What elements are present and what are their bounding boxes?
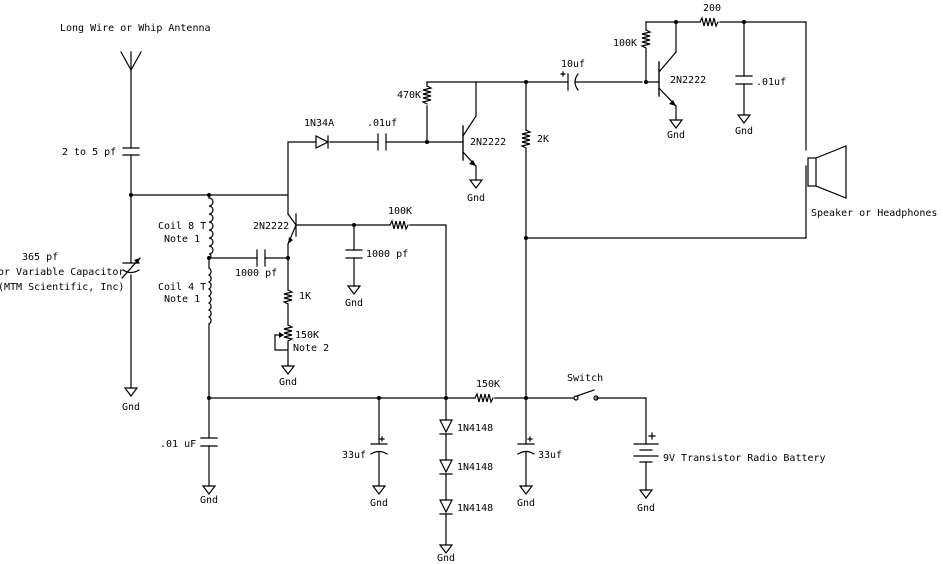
switch-label: Switch (567, 373, 603, 384)
capacitor-10uf (560, 71, 579, 91)
gnd-label-coil: Gnd (200, 495, 218, 506)
capacitor-1000pf-right-label: 1000 pf (366, 249, 408, 260)
capacitor-01uf-bottom-label: .01 uF (160, 439, 196, 450)
transistor-q1-label: 2N2222 (253, 221, 289, 232)
capacitor-1000pf-left-label: 1000 pf (235, 268, 277, 279)
diode-1n4148-1 (439, 419, 453, 435)
gnd-label-q2: Gnd (467, 193, 485, 204)
resistor-150k-label: 150K (476, 379, 500, 390)
junction-dots (129, 20, 746, 400)
diode-1n34a-label: 1N34A (304, 118, 334, 129)
capacitor-01uf-mid (377, 133, 387, 151)
capacitor-10uf-label: 10uf (561, 59, 585, 70)
transistor-q3-label: 2N2222 (670, 75, 706, 86)
diode-1-label: 1N4148 (457, 423, 493, 434)
antenna-symbol (120, 51, 142, 72)
coil-8-label: Coil 8 T (158, 221, 206, 232)
gnd-label-pot: Gnd (279, 377, 297, 388)
capacitor-1000pf-right (345, 249, 363, 259)
variable-capacitor-desc: or Variable Capacitor (0, 267, 124, 278)
capacitor-33uf-right-label: 33uf (538, 450, 562, 461)
transistor-q2 (462, 115, 477, 167)
transistor-q2-label: 2N2222 (470, 137, 506, 148)
coil-4-note: Note 1 (164, 294, 200, 305)
resistor-100k-mid (389, 219, 409, 231)
diode-2-label: 1N4148 (457, 462, 493, 473)
gnd-label-33uf-right: Gnd (517, 498, 535, 509)
gnd-label-1000pf: Gnd (345, 298, 363, 309)
capacitor-33uf-left-label: 33uf (342, 450, 366, 461)
resistor-100k-top-label: 100K (613, 38, 637, 49)
transistor-q1 (287, 213, 297, 245)
capacitor-antenna-label: 2 to 5 pf (62, 147, 116, 158)
diode-1n34a (315, 135, 330, 149)
speaker-icon (807, 145, 847, 199)
ground-symbols (123, 114, 752, 554)
battery-label: 9V Transistor Radio Battery (663, 453, 826, 464)
diode-1n4148-3 (439, 499, 453, 515)
potentiometer-note: Note 2 (293, 343, 329, 354)
resistor-200-label: 200 (703, 3, 721, 14)
resistor-150k (474, 392, 494, 404)
resistor-470k (421, 85, 433, 105)
resistor-200 (699, 16, 719, 28)
potentiometer-label: 150K (295, 330, 319, 341)
resistor-100k-mid-label: 100K (388, 206, 412, 217)
diode-3-label: 1N4148 (457, 503, 493, 514)
variable-capacitor-source: (MTM Scientific, Inc) (0, 282, 124, 293)
resistor-1k (282, 289, 294, 305)
coil-8-turn (208, 197, 214, 259)
capacitor-01uf-top-label: .01uf (756, 77, 786, 88)
switch-symbol (573, 389, 599, 401)
battery-symbol (633, 432, 659, 463)
gnd-label-33uf-left: Gnd (370, 498, 388, 509)
resistor-1k-label: 1K (299, 291, 311, 302)
potentiometer-150k (274, 324, 294, 346)
transistor-q3 (645, 51, 677, 107)
antenna-label: Long Wire or Whip Antenna (60, 23, 211, 34)
capacitor-01uf-bottom (200, 437, 218, 447)
gnd-label-diodes: Gnd (437, 553, 455, 564)
variable-capacitor (121, 257, 141, 279)
wires (130, 21, 807, 546)
capacitor-01uf-top (735, 75, 753, 85)
variable-capacitor-value: 365 pf (22, 252, 58, 263)
capacitor-01uf-mid-label: .01uf (367, 118, 397, 129)
capacitor-33uf-right (517, 436, 535, 455)
resistor-100k-top (640, 29, 652, 53)
gnd-label-battery: Gnd (637, 503, 655, 514)
capacitor-antenna (122, 147, 140, 156)
resistor-470k-label: 470K (397, 90, 421, 101)
gnd-label-antenna: Gnd (122, 402, 140, 413)
diode-1n4148-2 (439, 459, 453, 475)
coil-4-turn (207, 267, 212, 325)
resistor-2k (520, 129, 532, 153)
resistor-2k-label: 2K (537, 134, 549, 145)
capacitor-33uf-left (370, 436, 388, 455)
coil-8-note: Note 1 (164, 234, 200, 245)
capacitor-1000pf-left (256, 249, 266, 267)
coil-4-label: Coil 4 T (158, 282, 206, 293)
gnd-label-01uf-top: Gnd (735, 126, 753, 137)
speaker-label: Speaker or Headphones (811, 208, 937, 219)
gnd-label-q3: Gnd (667, 130, 685, 141)
